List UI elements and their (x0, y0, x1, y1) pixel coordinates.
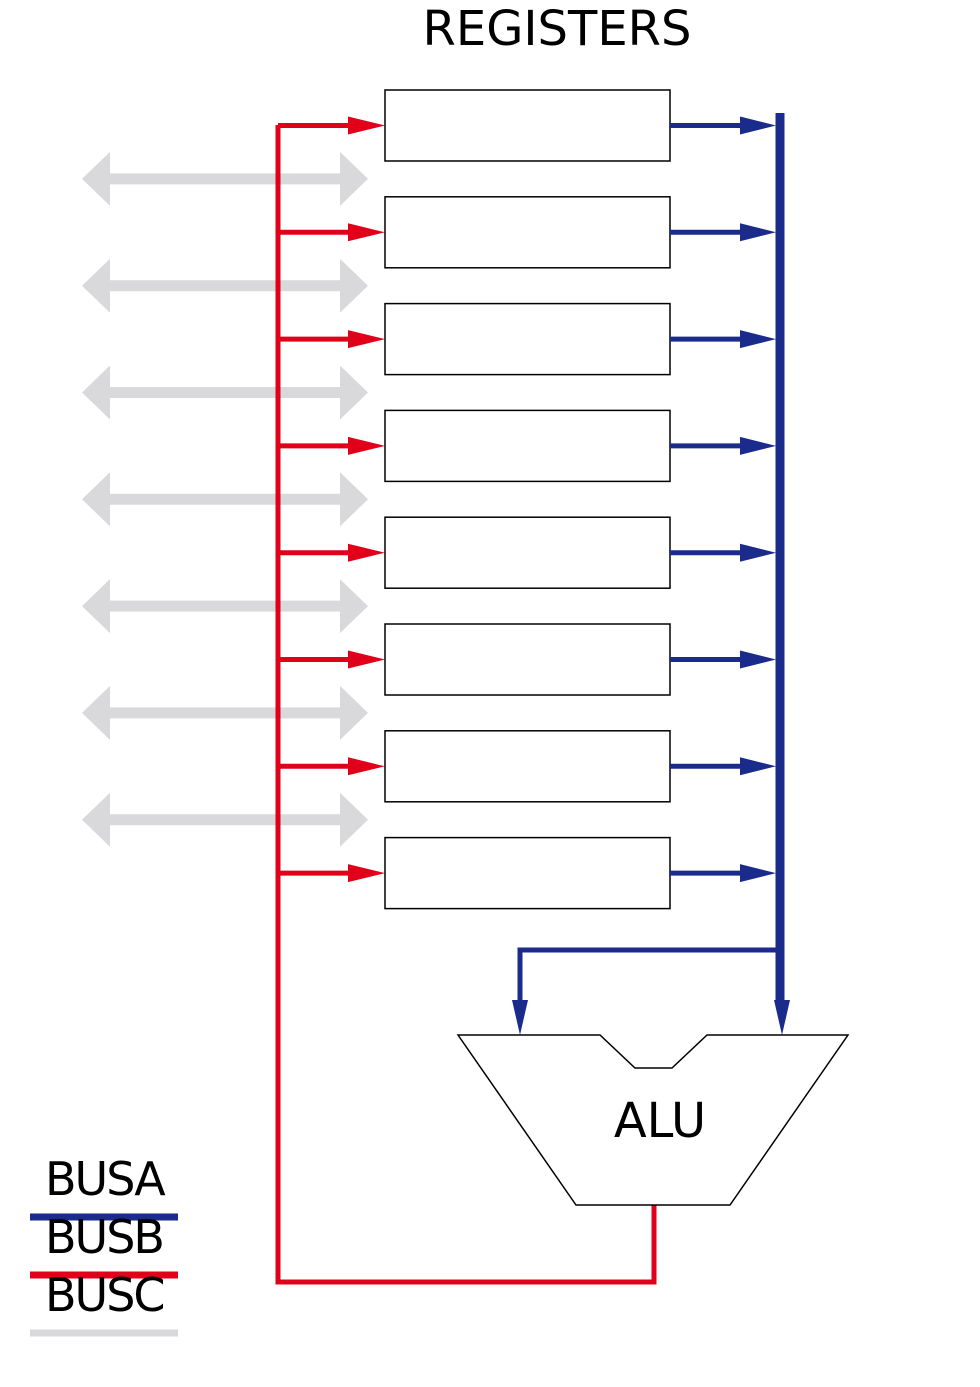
register-6 (384, 623, 671, 696)
bus-c-right-arrowhead (340, 258, 368, 313)
bus-c-left-arrowhead (82, 151, 110, 206)
bus-a-arrowhead (740, 330, 776, 349)
bus-c-left-arrowhead (82, 258, 110, 313)
bus-b-arrowhead (348, 116, 385, 135)
bus-c-connections (82, 151, 368, 847)
register-1 (384, 89, 671, 162)
bus-c-left-arrowhead (82, 365, 110, 420)
bus-b-arrowhead (348, 223, 385, 242)
bus-c-right-arrowhead (340, 792, 368, 847)
bus-a-arrowhead (740, 436, 776, 455)
bus-b-arrowhead (348, 330, 385, 349)
bus-b-arrowhead (348, 543, 385, 562)
bus-c-right-arrowhead (340, 365, 368, 420)
bus-b-connections (275, 116, 657, 1285)
bus-a-arrowhead (740, 543, 776, 562)
bus-b-trunk (275, 125, 657, 1285)
register-2 (384, 196, 671, 269)
alu-shape (456, 1034, 850, 1206)
bus-b-arrowhead (348, 757, 385, 776)
bus-c-right-arrowhead (340, 685, 368, 740)
bus-b-arrowhead (348, 864, 385, 883)
bus-c-right-arrowhead (340, 151, 368, 206)
register-8 (384, 836, 671, 910)
bus-a-arrowhead (740, 650, 776, 669)
bus-c-left-arrowhead (82, 792, 110, 847)
legend-label-busc: BUSC (45, 1268, 164, 1322)
bus-c-left-arrowhead (82, 472, 110, 527)
register-7 (384, 730, 671, 803)
bus-a-arrowhead (740, 864, 776, 883)
bus-a-arrowhead (740, 757, 776, 776)
legend-label-busa: BUSA (45, 1152, 166, 1206)
bus-b-arrowhead (348, 436, 385, 455)
alu-input-b-arrowhead (774, 1000, 790, 1035)
bus-b-arrowhead (348, 650, 385, 669)
diagram-title: REGISTERS (423, 1, 692, 57)
bus-a-alu-branch (517, 947, 780, 1005)
register-stack (384, 89, 671, 910)
register-4 (384, 409, 671, 483)
alu-input-a-arrowhead (512, 1000, 528, 1035)
register-3 (384, 302, 671, 376)
bus-c-right-arrowhead (340, 472, 368, 527)
bus-c-left-arrowhead (82, 685, 110, 740)
bus-a-arrowhead (740, 223, 776, 242)
bus-c-left-arrowhead (82, 579, 110, 634)
bus-c-right-arrowhead (340, 579, 368, 634)
bus-a-arrowhead (740, 116, 776, 135)
legend-label-busb: BUSB (45, 1210, 163, 1264)
bus-a-connections (512, 113, 790, 1035)
alu-label: ALU (614, 1093, 706, 1149)
register-5 (384, 516, 671, 589)
